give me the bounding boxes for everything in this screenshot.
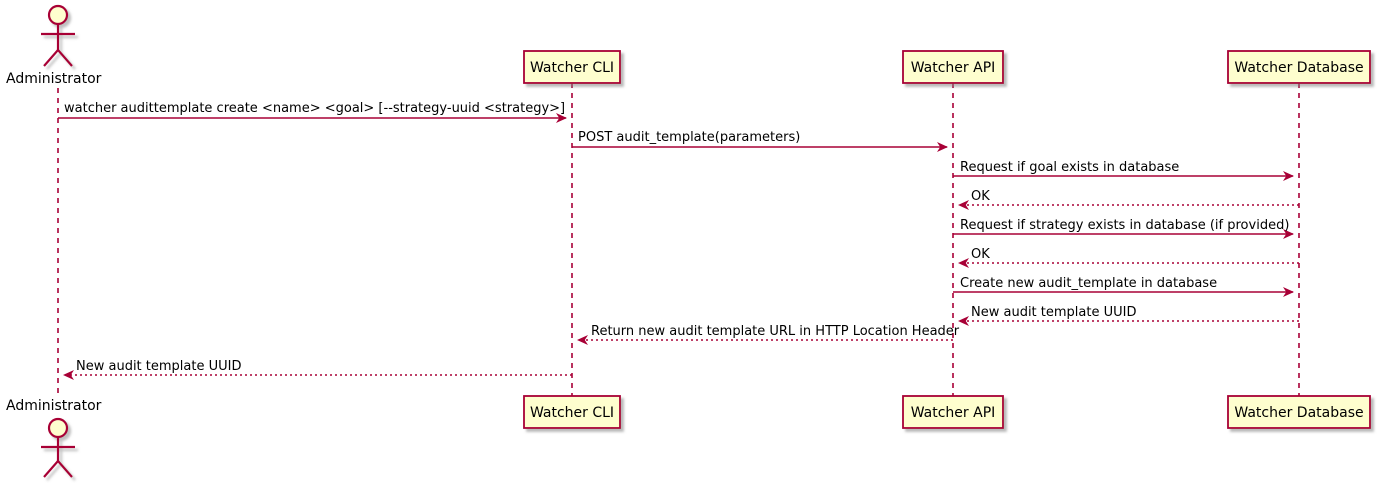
message-label: New audit template UUID <box>76 359 241 374</box>
participant-box-rect <box>902 50 1004 84</box>
message-9[interactable]: Return new audit template URL in HTTP Lo… <box>577 324 960 345</box>
message-10[interactable]: New audit template UUID <box>63 359 572 380</box>
participant-box-watcher-cli-top[interactable]: Watcher CLI <box>523 50 621 84</box>
participant-box-rect <box>523 395 621 429</box>
message-label: New audit template UUID <box>971 305 1136 320</box>
message-4[interactable]: OK <box>958 189 1299 210</box>
message-2[interactable]: POST audit_template(parameters) <box>572 130 948 152</box>
message-1[interactable]: watcher audittemplate create <name> <goa… <box>58 101 567 123</box>
participant-box-rect <box>1227 395 1371 429</box>
message-label: Return new audit template URL in HTTP Lo… <box>591 324 960 339</box>
message-label: Request if strategy exists in database (… <box>960 218 1289 233</box>
participant-box-watcher-api-bottom[interactable]: Watcher API <box>902 395 1004 429</box>
actor-left-leg-line <box>43 49 59 67</box>
participant-box-watcher-database-top[interactable]: Watcher Database <box>1227 50 1371 84</box>
participant-label-watcher-cli: Watcher CLI <box>530 405 614 421</box>
participant-box-watcher-database-bottom[interactable]: Watcher Database <box>1227 395 1371 429</box>
participant-box-rect <box>1227 50 1371 84</box>
message-8[interactable]: New audit template UUID <box>958 305 1299 326</box>
message-7[interactable]: Create new audit_template in database <box>953 276 1294 297</box>
message-label: OK <box>971 189 990 204</box>
message-label: watcher audittemplate create <name> <goa… <box>64 101 565 116</box>
lifelines-group <box>57 83 1300 398</box>
participant-label-watcher-cli: Watcher CLI <box>530 60 614 76</box>
participant-box-watcher-api-top[interactable]: Watcher API <box>902 50 1004 84</box>
participant-box-watcher-cli-bottom[interactable]: Watcher CLI <box>523 395 621 429</box>
message-6[interactable]: OK <box>958 247 1299 268</box>
participant-label-watcher-api: Watcher API <box>911 405 996 421</box>
actor-right-leg-line <box>57 49 73 67</box>
message-label: Create new audit_template in database <box>960 276 1217 291</box>
actor-administrator-bottom[interactable] <box>41 417 75 478</box>
actor-administrator-top[interactable] <box>41 4 75 67</box>
message-3[interactable]: Request if goal exists in database <box>953 160 1294 181</box>
actor-label-administrator-top: Administrator <box>6 71 102 87</box>
participant-box-rect <box>902 395 1004 429</box>
participant-label-watcher-database: Watcher Database <box>1234 60 1363 76</box>
actor-left-leg-line <box>43 460 59 478</box>
actor-right-leg-line <box>57 460 73 478</box>
message-5[interactable]: Request if strategy exists in database (… <box>953 218 1294 239</box>
actor-head-icon <box>47 4 69 26</box>
participant-label-watcher-api: Watcher API <box>911 60 996 76</box>
message-label: POST audit_template(parameters) <box>578 130 800 145</box>
message-label: OK <box>971 247 990 262</box>
actor-head-icon <box>47 417 69 439</box>
message-label: Request if goal exists in database <box>960 160 1179 175</box>
participant-box-rect <box>523 50 621 84</box>
actor-label-administrator-bottom: Administrator <box>6 398 102 414</box>
participant-label-watcher-database: Watcher Database <box>1234 405 1363 421</box>
